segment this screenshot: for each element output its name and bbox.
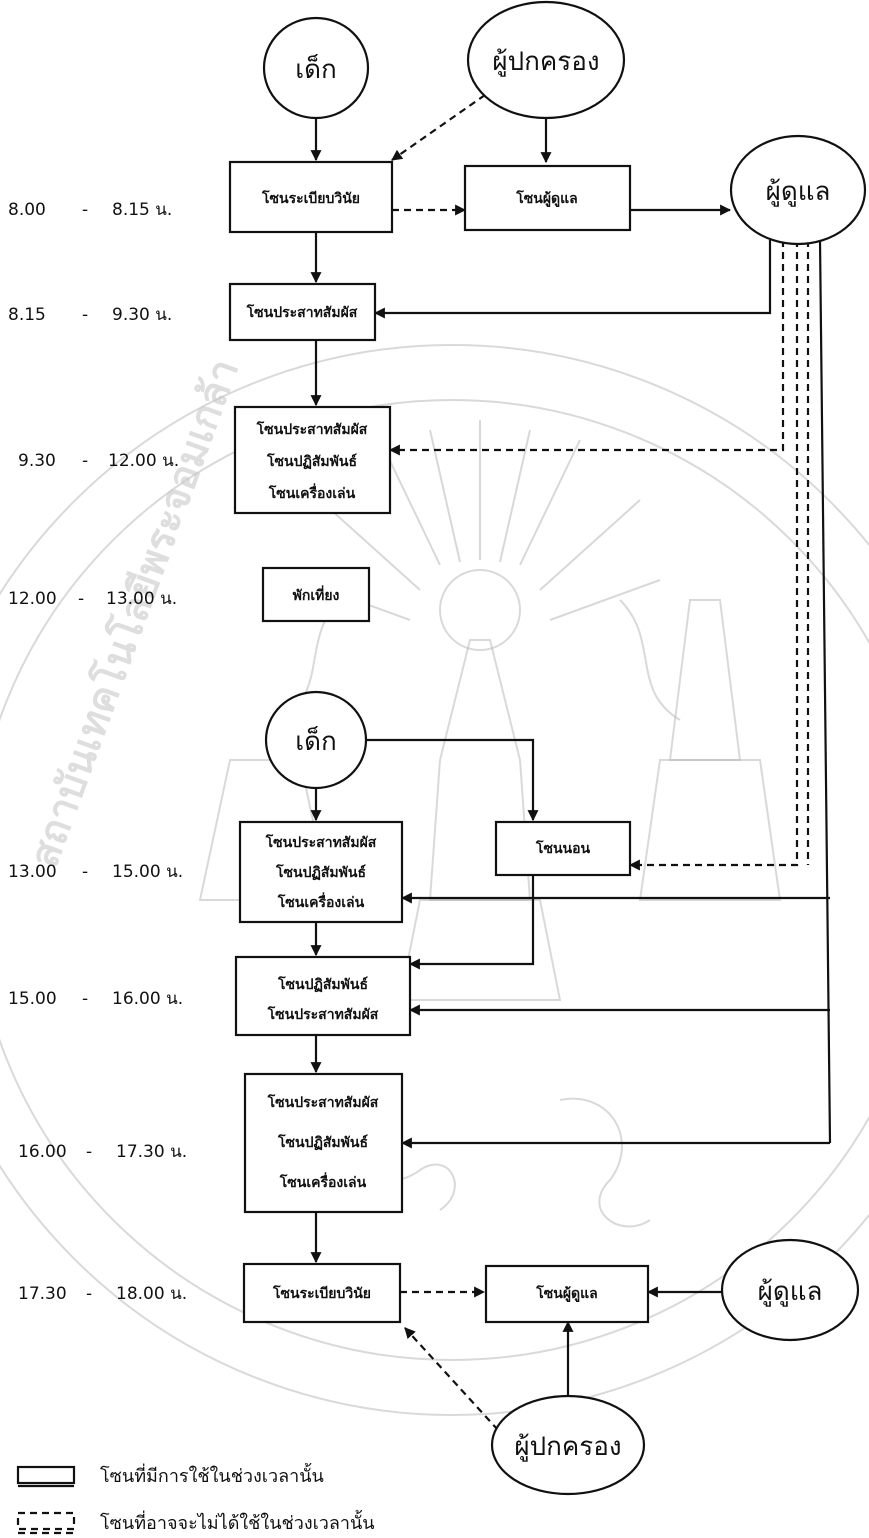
svg-text:-: -	[86, 1284, 92, 1304]
caregiver-node-bottom: ผู้ดูแล	[722, 1240, 858, 1340]
discipline-zone-morning: โซนระเบียบวินัย	[230, 162, 392, 232]
time-label-1500: 15.00 - 16.00 น.	[8, 989, 183, 1009]
connectors	[316, 95, 830, 1430]
caregiver-node-top: ผู้ดูแล	[731, 136, 865, 244]
svg-text:โซนเครื่องเล่น: โซนเครื่องเล่น	[268, 483, 356, 502]
svg-text:โซนเครื่องเล่น: โซนเครื่องเล่น	[277, 892, 365, 911]
svg-text:ผู้ดูแล: ผู้ดูแล	[766, 177, 831, 207]
legend-dashed-item: โซนที่อาจจะไม่ได้ใช้ในช่วงเวลานั้น	[18, 1510, 375, 1534]
arrow-parent-to-discipline	[392, 95, 485, 160]
parent-node-top: ผู้ปกครอง	[468, 2, 624, 118]
time-label-1730: 17.30 - 18.00 น.	[18, 1284, 187, 1304]
svg-text:เด็ก: เด็ก	[295, 53, 337, 85]
arrow-sleep-to-block1500	[410, 875, 533, 964]
parent-node-bottom: ผู้ปกครอง	[492, 1396, 644, 1494]
svg-text:พักเที่ยง: พักเที่ยง	[293, 585, 340, 604]
svg-text:16.00 น.: 16.00 น.	[112, 989, 183, 1009]
svg-text:โซนระเบียบวินัย: โซนระเบียบวินัย	[261, 189, 360, 207]
svg-text:ผู้ปกครอง: ผู้ปกครอง	[514, 1432, 621, 1462]
svg-text:9.30: 9.30	[18, 451, 56, 471]
sensory-zone-box: โซนประสาทสัมผัส	[230, 284, 375, 340]
time-label-1600: 16.00 - 17.30 น.	[18, 1142, 187, 1162]
caregiver-zone-evening: โซนผู้ดูแล	[486, 1266, 648, 1322]
svg-text:โซนประสาทสัมผัส: โซนประสาทสัมผัส	[256, 420, 368, 438]
svg-text:18.00 น.: 18.00 น.	[116, 1284, 187, 1304]
svg-text:โซนเครื่องเล่น: โซนเครื่องเล่น	[279, 1172, 367, 1191]
time-label-0800: 8.00 - 8.15 น.	[8, 200, 172, 220]
legend: โซนที่มีการใช้ในช่วงเวลานั้น โซนที่อาจจะ…	[18, 1463, 375, 1534]
svg-text:-: -	[82, 305, 88, 325]
svg-text:โซนผู้ดูแล: โซนผู้ดูแล	[515, 189, 578, 207]
svg-text:-: -	[82, 451, 88, 471]
svg-text:17.30 น.: 17.30 น.	[116, 1142, 187, 1162]
svg-text:โซนนอน: โซนนอน	[535, 839, 591, 857]
svg-text:-: -	[82, 200, 88, 220]
svg-text:ผู้ปกครอง: ผู้ปกครอง	[492, 47, 599, 77]
svg-text:8.15: 8.15	[8, 305, 46, 325]
block-1600-box: โซนประสาทสัมผัส โซนปฏิสัมพันธ์ โซนเครื่อ…	[245, 1074, 402, 1212]
svg-text:-: -	[82, 989, 88, 1009]
svg-text:โซนที่อาจจะไม่ได้ใช้ในช่วงเวลา: โซนที่อาจจะไม่ได้ใช้ในช่วงเวลานั้น	[100, 1510, 375, 1534]
svg-text:8.00: 8.00	[8, 200, 46, 220]
svg-text:-: -	[78, 589, 84, 609]
time-label-0815: 8.15 - 9.30 น.	[8, 305, 172, 325]
discipline-zone-evening: โซนระเบียบวินัย	[244, 1264, 400, 1322]
svg-text:โซนปฏิสัมพันธ์: โซนปฏิสัมพันธ์	[266, 452, 357, 470]
svg-text:โซนประสาทสัมผัส: โซนประสาทสัมผัส	[267, 1093, 379, 1111]
arrow-caregiver-to-sensory	[375, 240, 770, 313]
block-1500-box: โซนปฏิสัมพันธ์ โซนประสาทสัมผัส	[236, 957, 410, 1035]
svg-text:16.00: 16.00	[18, 1142, 67, 1162]
svg-text:8.15 น.: 8.15 น.	[112, 200, 172, 220]
child-node-mid: เด็ก	[266, 692, 366, 788]
legend-solid-item: โซนที่มีการใช้ในช่วงเวลานั้น	[18, 1463, 324, 1487]
svg-text:ผู้ดูแล: ผู้ดูแล	[758, 1277, 823, 1307]
legend-dashed-swatch	[18, 1513, 74, 1529]
svg-text:15.00: 15.00	[8, 989, 57, 1009]
svg-text:13.00: 13.00	[8, 862, 57, 882]
svg-text:-: -	[82, 862, 88, 882]
svg-text:โซนปฏิสัมพันธ์: โซนปฏิสัมพันธ์	[277, 975, 368, 993]
svg-text:12.00 น.: 12.00 น.	[108, 451, 179, 471]
child-node-top: เด็ก	[264, 18, 368, 118]
svg-text:สถาบันเทคโนโลยีพระจอมเกล้า: สถาบันเทคโนโลยีพระจอมเกล้า	[20, 353, 248, 874]
block-0930-box: โซนประสาทสัมผัส โซนปฏิสัมพันธ์ โซนเครื่อ…	[235, 407, 390, 513]
block-1300-box: โซนประสาทสัมผัส โซนปฏิสัมพันธ์ โซนเครื่อ…	[240, 822, 402, 922]
svg-text:โซนปฏิสัมพันธ์: โซนปฏิสัมพันธ์	[277, 1133, 368, 1151]
legend-solid-swatch	[18, 1467, 74, 1483]
svg-text:เด็ก: เด็ก	[295, 725, 337, 757]
time-label-1300: 13.00 - 15.00 น.	[8, 862, 183, 882]
arrow-caregiver-to-sleep	[630, 240, 797, 865]
svg-text:โซนประสาทสัมผัส: โซนประสาทสัมผัส	[265, 833, 377, 851]
svg-text:13.00 น.: 13.00 น.	[106, 589, 177, 609]
caregiver-zone-morning: โซนผู้ดูแล	[465, 166, 630, 230]
svg-text:โซนที่มีการใช้ในช่วงเวลานั้น: โซนที่มีการใช้ในช่วงเวลานั้น	[100, 1463, 324, 1487]
svg-text:โซนผู้ดูแล: โซนผู้ดูแล	[535, 1284, 598, 1302]
svg-text:15.00 น.: 15.00 น.	[112, 862, 183, 882]
svg-text:-: -	[86, 1142, 92, 1162]
svg-text:โซนประสาทสัมผัส: โซนประสาทสัมผัส	[267, 1005, 379, 1023]
svg-text:17.30: 17.30	[18, 1284, 67, 1304]
time-label-0930: 9.30 - 12.00 น.	[18, 451, 179, 471]
time-label-1200: 12.00 - 13.00 น.	[8, 589, 177, 609]
svg-text:โซนระเบียบวินัย: โซนระเบียบวินัย	[272, 1284, 371, 1302]
svg-text:12.00: 12.00	[8, 589, 57, 609]
lunch-box: พักเที่ยง	[263, 568, 369, 621]
caregiver-feed-line	[820, 240, 830, 1143]
svg-text:9.30 น.: 9.30 น.	[112, 305, 172, 325]
sleep-zone-box: โซนนอน	[496, 822, 630, 875]
arrow-childmid-to-sleep	[362, 740, 533, 820]
svg-text:โซนปฏิสัมพันธ์: โซนปฏิสัมพันธ์	[275, 863, 366, 881]
svg-text:โซนประสาทสัมผัส: โซนประสาทสัมผัส	[246, 303, 358, 321]
